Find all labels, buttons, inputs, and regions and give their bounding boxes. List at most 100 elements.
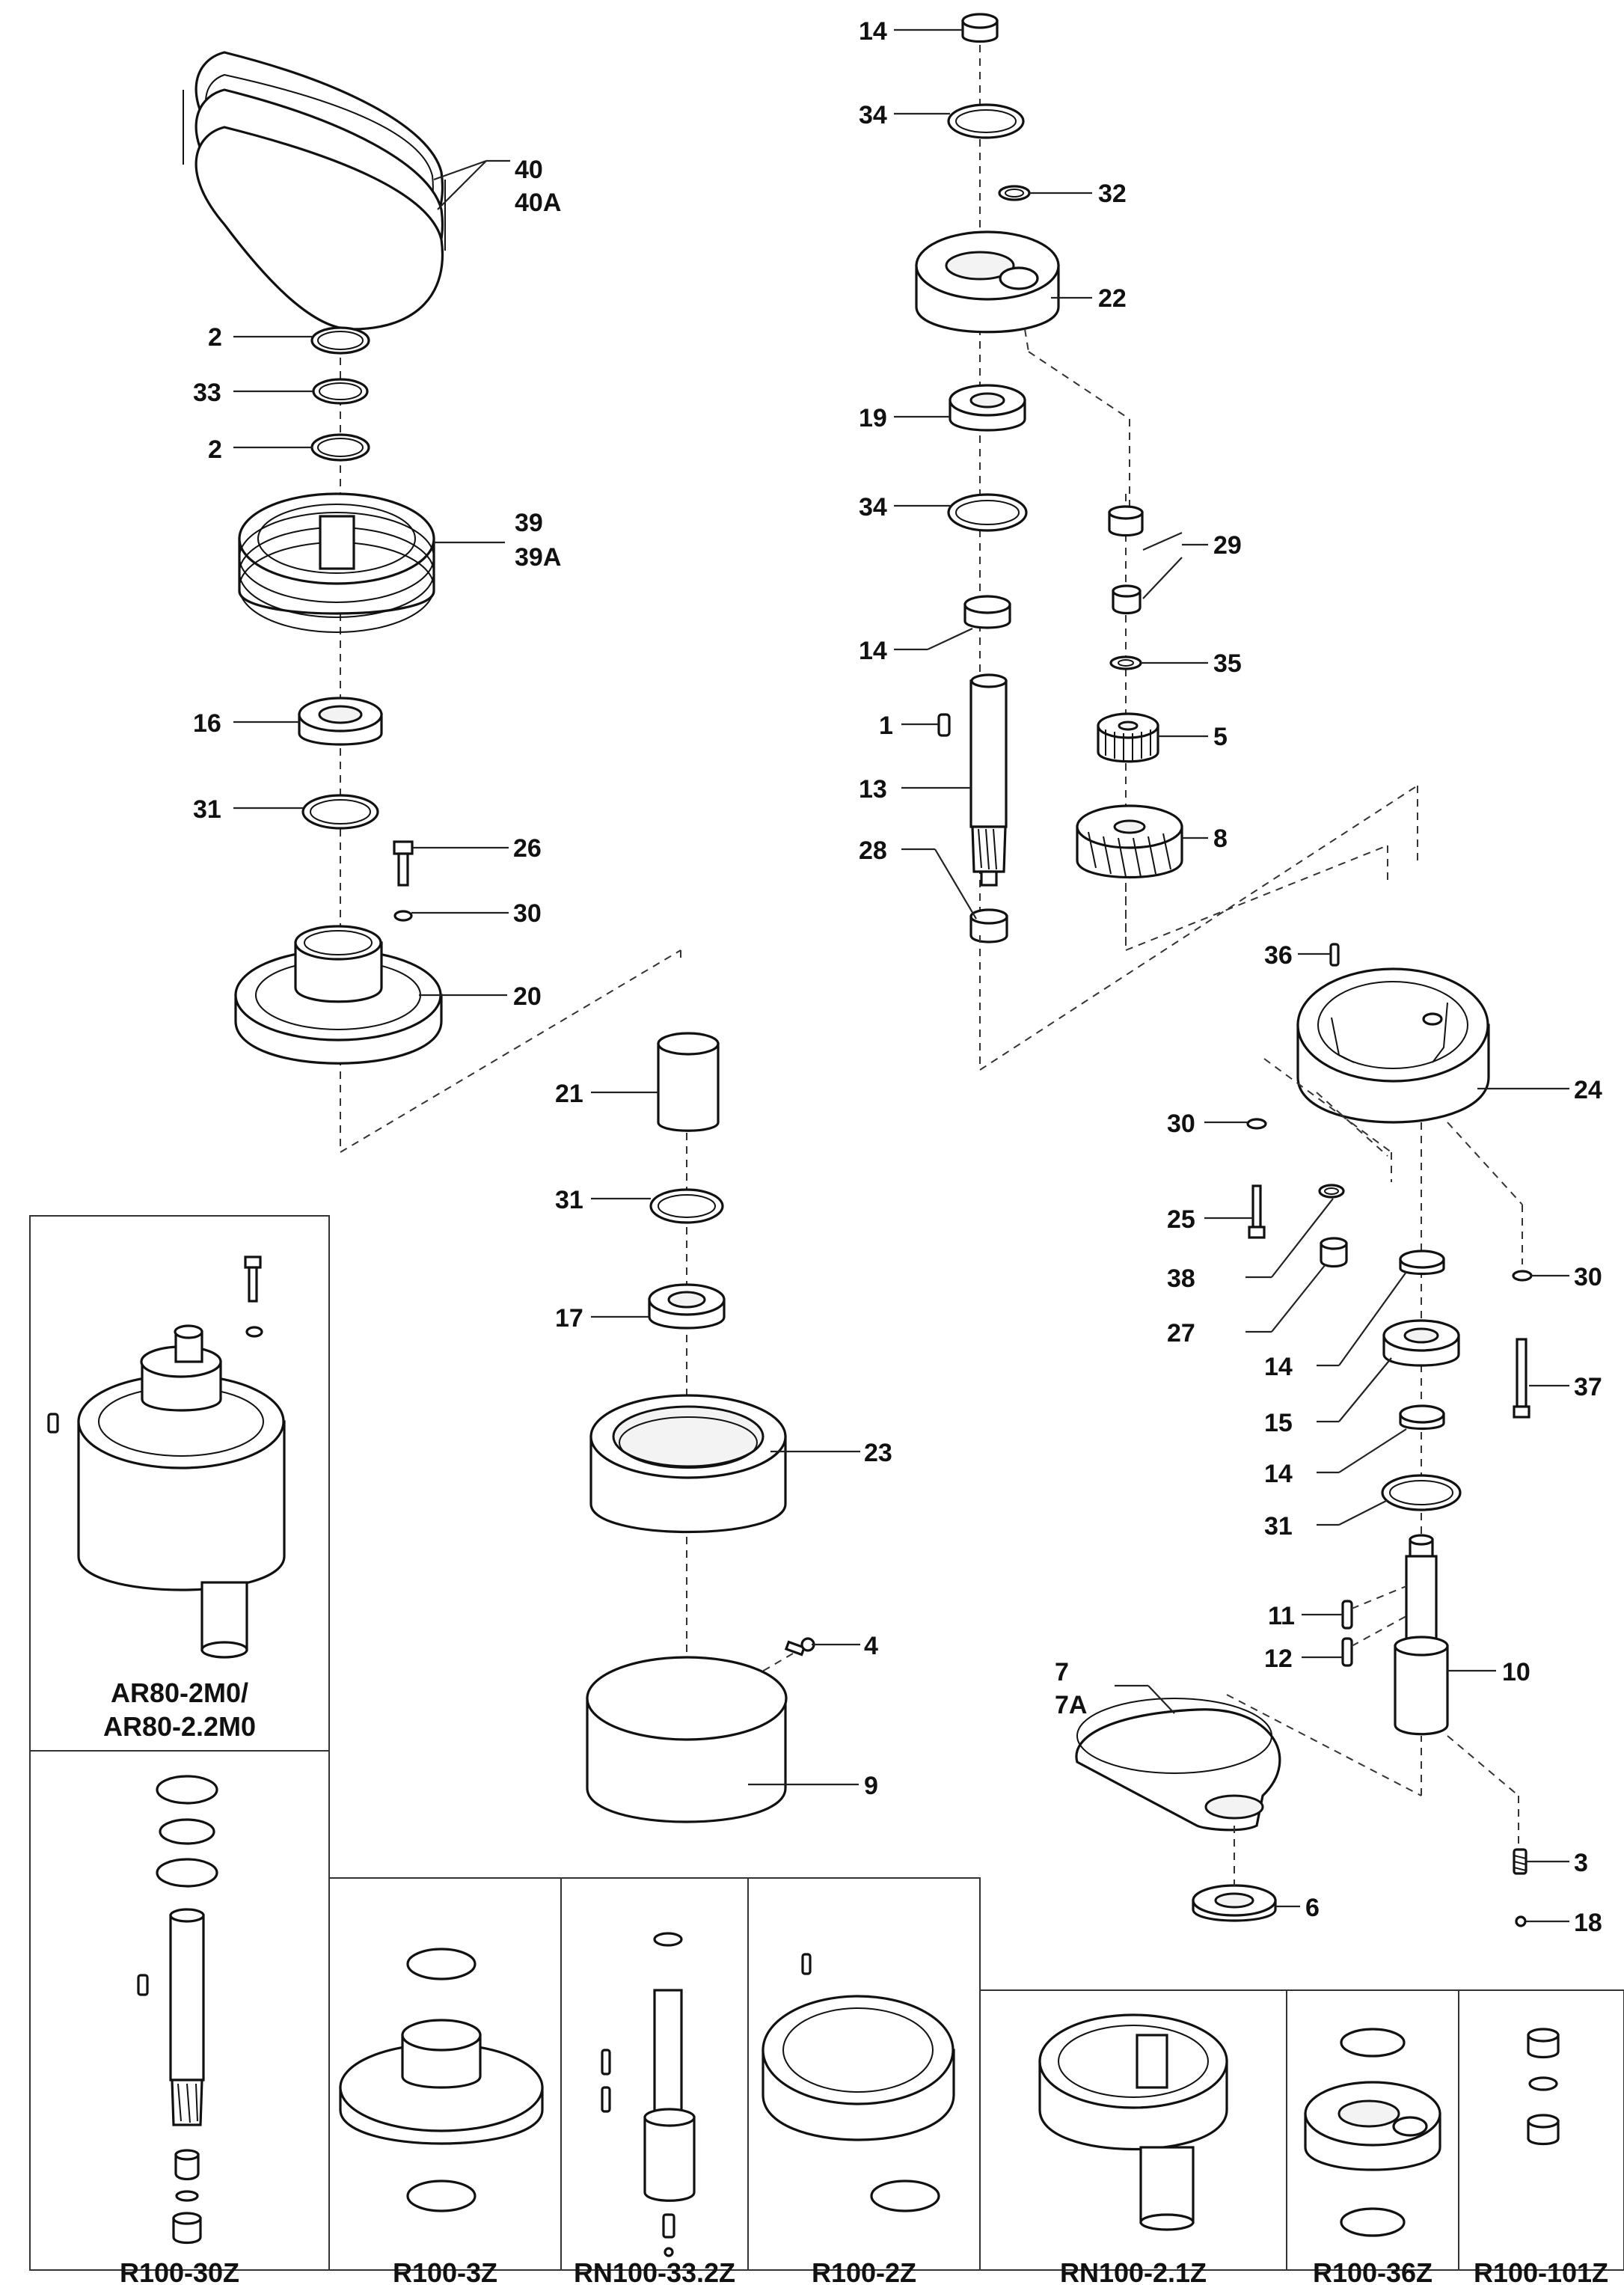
spring-washer-30-left	[393, 910, 413, 922]
callout-30-left: 30	[513, 899, 542, 928]
key-11	[1341, 1600, 1353, 1630]
callout-1: 1	[879, 712, 893, 740]
callout-25: 25	[1167, 1205, 1195, 1234]
callout-28: 28	[859, 836, 887, 865]
gear-housing-24	[1296, 967, 1490, 1124]
callout-24: 24	[1574, 1076, 1602, 1104]
callout-31-center: 31	[555, 1186, 583, 1214]
callout-39a: 39A	[515, 543, 561, 572]
ball-bearing-16	[298, 697, 383, 746]
shim-ring-33	[312, 378, 369, 405]
bushing-14-mid	[963, 595, 1011, 629]
needle-bearing-28	[969, 908, 1008, 943]
callout-21: 21	[555, 1080, 583, 1108]
variant-label-r100-101z: R100-101Z	[1474, 2257, 1608, 2285]
v-belt-set	[183, 51, 446, 331]
callout-13: 13	[859, 775, 887, 804]
pulley-39	[238, 492, 435, 633]
needle-bearing-29-bottom	[1112, 584, 1142, 615]
bushing-14-top	[961, 13, 999, 43]
screw-4	[784, 1637, 815, 1657]
guard-ring-9	[586, 1656, 788, 1823]
pinion-shaft-13	[969, 673, 1008, 887]
washer-38	[1318, 1184, 1345, 1199]
ring-gear-23	[589, 1394, 787, 1533]
variant-label-r100-36z: R100-36Z	[1313, 2257, 1433, 2285]
bowl-7	[1075, 1698, 1281, 1832]
callout-23: 23	[864, 1439, 892, 1467]
sleeve-21	[657, 1032, 720, 1132]
callout-36: 36	[1264, 941, 1293, 970]
callout-31-right: 31	[1264, 1512, 1293, 1541]
bolt-26	[393, 840, 414, 887]
bearing-housing-22	[915, 230, 1060, 334]
retaining-ring-2-top	[310, 326, 370, 355]
retaining-ring-34-lower	[947, 493, 1028, 532]
callout-27: 27	[1167, 1319, 1195, 1348]
callout-5: 5	[1213, 723, 1228, 751]
callout-34-lower: 34	[859, 493, 887, 521]
ball-bearing-19	[949, 384, 1026, 432]
variant-drawing-rn100-33-2z	[601, 1932, 696, 2257]
variant-drawing-r100-36z	[1304, 2028, 1441, 2237]
callout-4: 4	[864, 1632, 878, 1660]
key-12	[1341, 1637, 1353, 1667]
variant-label-ar80-line2: AR80-2.2M0	[103, 1711, 256, 1742]
callout-39: 39	[515, 509, 543, 537]
callout-10: 10	[1502, 1658, 1530, 1686]
callout-2-bottom: 2	[208, 435, 222, 464]
retaining-ring-34-top	[947, 103, 1025, 139]
variant-drawing-r100-3z	[339, 1948, 544, 2212]
flange-housing-20	[234, 925, 443, 1065]
callout-30-mid: 30	[1167, 1110, 1195, 1138]
callout-40: 40	[515, 156, 543, 184]
callout-11: 11	[1268, 1602, 1295, 1630]
retaining-ring-2-bottom	[310, 433, 370, 462]
seal-32	[998, 185, 1031, 201]
callout-14-top: 14	[859, 17, 887, 46]
variant-label-rn100-2-1z: RN100-2.1Z	[1060, 2257, 1207, 2285]
spring-washer-30-mid	[1246, 1118, 1267, 1130]
retaining-ring-31-left	[301, 794, 379, 830]
spring-3	[1513, 1848, 1528, 1875]
needle-bearing-27	[1320, 1237, 1348, 1268]
bolt-37	[1513, 1338, 1530, 1419]
retaining-ring-31-right	[1381, 1474, 1462, 1511]
callout-35: 35	[1213, 649, 1242, 678]
callout-26: 26	[513, 834, 542, 863]
callout-22: 22	[1098, 284, 1127, 313]
bushing-14-right-top	[1399, 1249, 1445, 1276]
needle-bearing-29-top	[1108, 505, 1144, 537]
helical-gear-8	[1076, 804, 1183, 878]
variant-box-r100-30z	[29, 1750, 330, 2271]
callout-30-right: 30	[1574, 1263, 1602, 1291]
variant-label-r100-2z: R100-2Z	[812, 2257, 916, 2285]
callout-31-left: 31	[193, 795, 221, 824]
spring-washer-30-right	[1512, 1270, 1533, 1282]
callout-14-right-top: 14	[1264, 1353, 1293, 1381]
callout-7: 7	[1055, 1658, 1069, 1686]
callout-33: 33	[193, 379, 221, 407]
variant-box-r100-101z	[1458, 1989, 1624, 2271]
callout-18: 18	[1574, 1909, 1602, 1937]
key-1	[937, 713, 951, 737]
ball-bearing-17	[648, 1283, 726, 1330]
retaining-ring-31-center	[649, 1188, 724, 1224]
callout-12: 12	[1264, 1645, 1293, 1673]
callout-37: 37	[1574, 1373, 1602, 1401]
callout-17: 17	[555, 1304, 583, 1333]
output-shaft-10	[1394, 1534, 1449, 1736]
callout-34-top: 34	[859, 101, 887, 129]
callout-7a: 7A	[1055, 1691, 1087, 1719]
callout-38: 38	[1167, 1264, 1195, 1293]
variant-drawing-r100-101z	[1527, 2028, 1560, 2146]
variant-label-rn100-33-2z: RN100-33.2Z	[574, 2257, 735, 2285]
flange-washer-6	[1192, 1884, 1277, 1922]
callout-16: 16	[193, 709, 221, 738]
callout-8: 8	[1213, 825, 1228, 853]
callout-20: 20	[513, 982, 542, 1011]
variant-drawing-r100-2z	[762, 1953, 955, 2212]
callout-9: 9	[864, 1772, 878, 1800]
callout-40a: 40A	[515, 189, 561, 217]
